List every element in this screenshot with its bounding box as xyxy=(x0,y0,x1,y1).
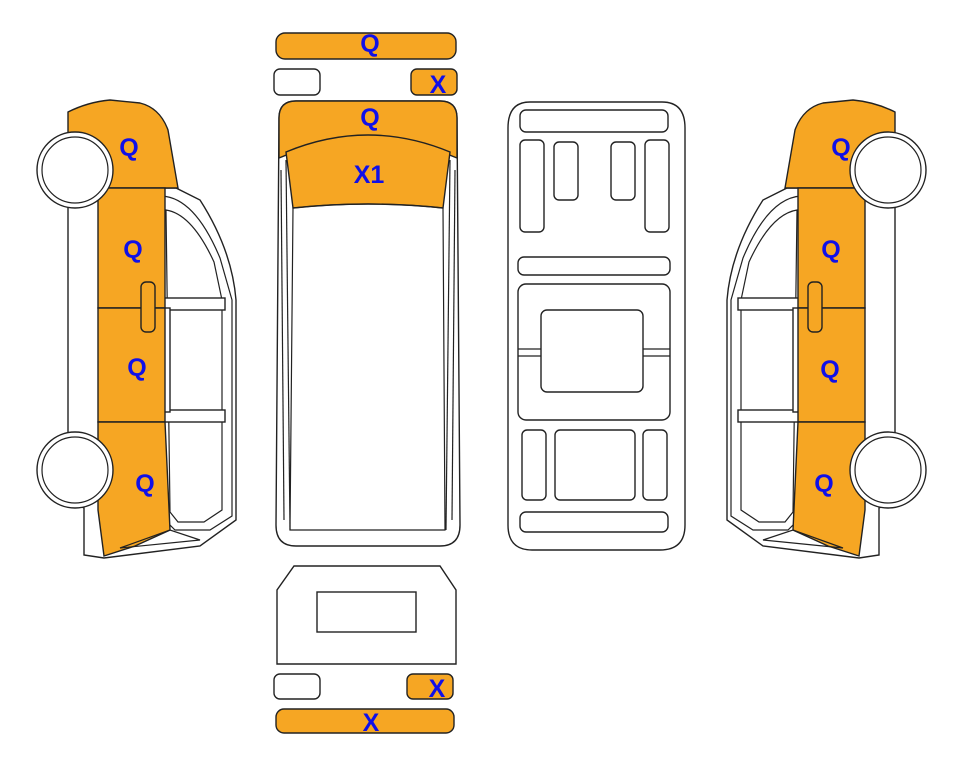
front-left-headlight xyxy=(273,68,321,96)
front-right-headlight xyxy=(410,68,458,96)
label-hood: Q xyxy=(360,104,379,132)
right-front-wheel xyxy=(849,131,927,209)
label-left-rear-quarter: Q xyxy=(135,470,154,498)
label-left-front-fender: Q xyxy=(119,134,138,162)
front-bumper xyxy=(275,32,457,60)
left-rear-wheel xyxy=(36,431,114,509)
label-left-rear-door: Q xyxy=(127,354,146,382)
rear-right-taillight xyxy=(406,673,454,700)
top-view xyxy=(275,100,461,547)
label-front-right-headlight: X xyxy=(430,71,447,99)
label-left-front-door: Q xyxy=(123,236,142,264)
right-rear-wheel xyxy=(849,431,927,509)
label-rear-right-taillight: X xyxy=(429,675,446,703)
label-rear-bumper: X xyxy=(363,709,380,737)
left-side-view xyxy=(36,99,237,559)
interior-view xyxy=(507,101,686,551)
rear-bumper xyxy=(275,708,455,734)
rear-left-taillight xyxy=(273,673,321,700)
label-windshield: X1 xyxy=(354,161,385,189)
label-right-rear-door: Q xyxy=(820,356,839,384)
label-right-front-fender: Q xyxy=(831,134,850,162)
label-right-front-door: Q xyxy=(821,236,840,264)
label-front-bumper: Q xyxy=(360,30,379,58)
left-front-wheel xyxy=(36,131,114,209)
label-right-rear-quarter: Q xyxy=(814,470,833,498)
right-side-view xyxy=(726,99,927,559)
rear-view xyxy=(276,565,457,665)
